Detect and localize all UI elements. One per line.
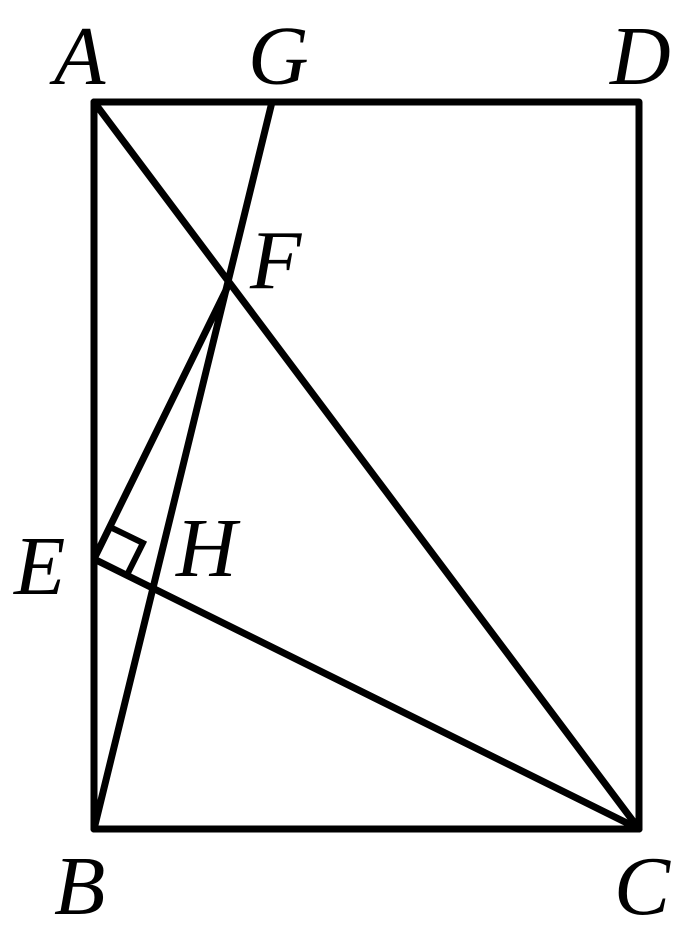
label-b: B: [54, 840, 105, 930]
label-a: A: [49, 10, 106, 103]
segment-ef: [90, 280, 233, 563]
label-f: F: [249, 214, 303, 307]
label-d: D: [609, 10, 671, 103]
label-e: E: [13, 520, 65, 613]
label-g: G: [248, 10, 309, 103]
segment-ec: [90, 555, 643, 833]
segment-bg: [90, 98, 276, 833]
right-angle-marker: [108, 524, 148, 577]
label-c: C: [614, 840, 671, 930]
segment-ac: [90, 98, 643, 833]
label-h: H: [175, 502, 241, 595]
